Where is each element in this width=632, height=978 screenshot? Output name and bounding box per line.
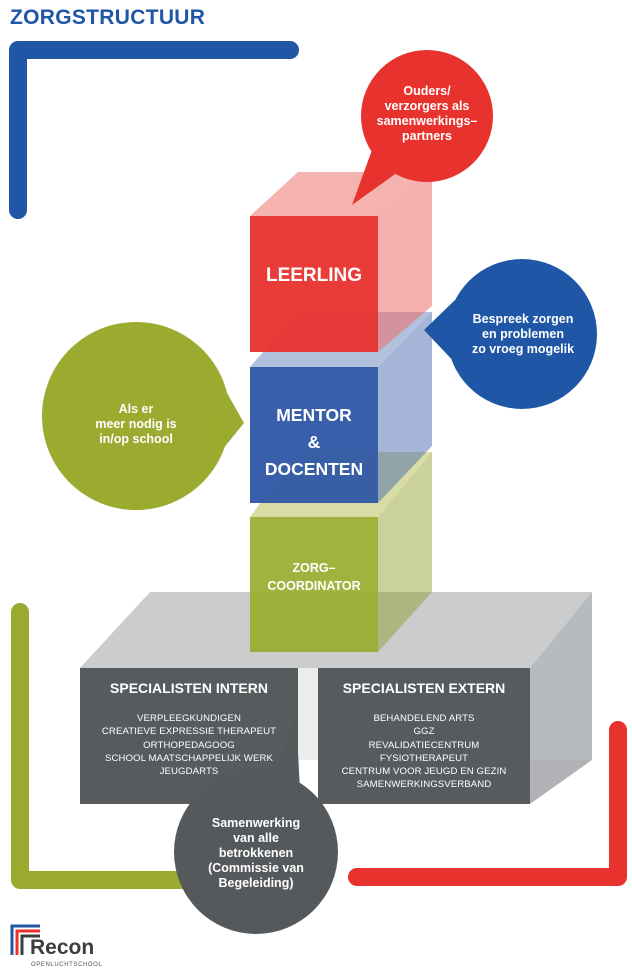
zorgcoordinator-label-line: COORDINATOR [267, 579, 361, 593]
logo-subtitle: OPENLUCHTSCHOOL [31, 962, 103, 968]
als-er-bubble [42, 322, 244, 510]
bottom-left-olive-bracket [11, 603, 249, 889]
bubble-line: Ouders/ [403, 84, 451, 98]
ouders-bubble-text: Ouders/ verzorgers als samenwerkings– pa… [372, 84, 482, 144]
bubble-line: van alle [233, 831, 279, 845]
bubble-line: en problemen [482, 327, 564, 341]
bubble-line: zo vroeg mogelik [471, 342, 575, 356]
zorgcoordinator-label-line: ZORG– [292, 561, 336, 575]
logo-name: Recon [30, 936, 95, 959]
mentor-label-line: DOCENTEN [264, 459, 364, 479]
list-item: CREATIEVE EXPRESSIE THERAPEUT [101, 726, 277, 738]
leerling-cube [250, 172, 432, 352]
zorgcoordinator-cube [250, 452, 432, 652]
list-item: SCHOOL MAATSCHAPPELIJK WERK [105, 752, 273, 764]
bubble-line: meer nodig is [95, 417, 177, 431]
specialisten-extern-list: BEHANDELEND ARTS GGZ REVALIDATIECENTRUM … [318, 712, 530, 792]
list-item: VERPLEEGKUNDIGEN [137, 713, 241, 724]
specialisten-extern-panel [318, 668, 530, 804]
list-item: ORTHOPEDAGOOG [143, 739, 235, 751]
bespreek-bubble [424, 259, 597, 409]
bubble-line: Begeleiding) [218, 876, 294, 890]
bubble-line: Samenwerking [211, 816, 301, 830]
specialisten-intern-heading: SPECIALISTEN INTERN [110, 680, 268, 696]
bubble-line: betrokkenen [218, 846, 294, 860]
list-item: CENTRUM VOOR JEUGD EN GEZIN [341, 766, 507, 778]
ouders-bubble [352, 50, 493, 205]
bubble-line: Als er [118, 402, 154, 416]
samenwerking-bubble-text: Samenwerking van alle betrokkenen (Commi… [196, 816, 316, 891]
top-left-blue-bracket [9, 41, 299, 219]
leerling-label: LEERLING [265, 265, 363, 286]
bubble-line: partners [401, 129, 453, 143]
bubble-line: Bespreek zorgen [472, 312, 574, 326]
list-item: GGZ [413, 726, 435, 738]
recon-logo-mark [10, 924, 40, 955]
list-item: JEUGDARTS [159, 766, 219, 778]
list-item: REVALIDATIECENTRUM [368, 739, 480, 751]
bubble-line: in/op school [99, 432, 173, 446]
list-item: FYSIOTHERAPEUT [379, 752, 469, 764]
bubble-line: (Commissie van [208, 861, 304, 875]
mentor-label-line: & [307, 432, 321, 452]
als-er-bubble-text: Als er meer nodig is in/op school [82, 402, 190, 447]
zorgcoordinator-label: ZORG– COORDINATOR [250, 559, 378, 595]
bespreek-bubble-text: Bespreek zorgen en problemen zo vroeg mo… [462, 312, 584, 357]
specialisten-extern-heading: SPECIALISTEN EXTERN [342, 680, 506, 696]
specialisten-intern-list: VERPLEEGKUNDIGEN CREATIEVE EXPRESSIE THE… [80, 712, 298, 778]
bubble-line: samenwerkings– [376, 114, 478, 128]
list-item: BEHANDELEND ARTS [373, 713, 475, 724]
samenwerking-bubble [174, 715, 338, 934]
bubble-line: verzorgers als [384, 99, 470, 113]
mentor-label: MENTOR & DOCENTEN [250, 402, 378, 483]
bottom-right-red-bracket [348, 721, 627, 886]
page-title: ZORGSTRUCTUUR [10, 6, 206, 29]
list-item: SAMENWERKINGSVERBAND [356, 779, 492, 791]
mentor-label-line: MENTOR [276, 405, 352, 425]
